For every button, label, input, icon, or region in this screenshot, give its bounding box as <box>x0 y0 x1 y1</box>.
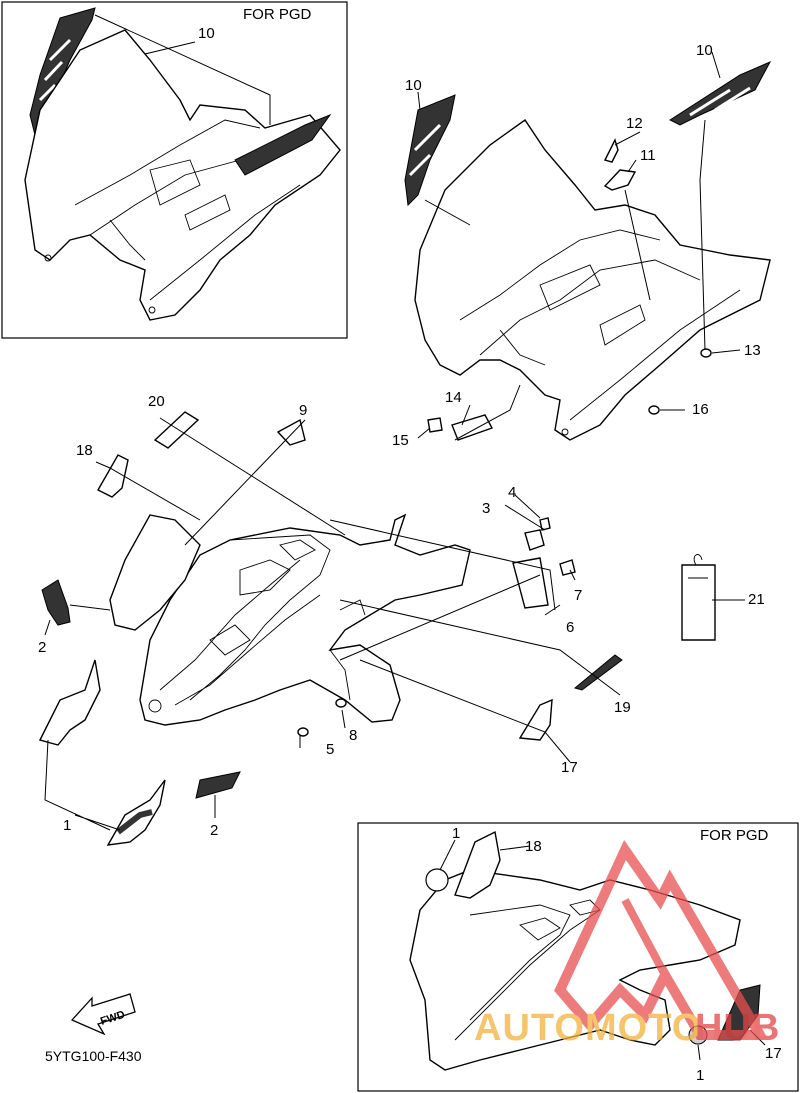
decal-10-left <box>404 94 456 207</box>
front-fender <box>414 119 771 441</box>
inset-box-top-left: FOR PGD 10 <box>1 1 348 339</box>
decal-1-solid <box>106 779 166 846</box>
callout-5: 5 <box>326 741 334 758</box>
decal-18-inset <box>454 830 501 899</box>
screw-4 <box>539 517 551 531</box>
watermark-text-b: HUB <box>695 1007 780 1049</box>
decal-2-left <box>41 579 71 626</box>
decal-9 <box>276 418 306 446</box>
leader-lines-middle <box>44 417 745 831</box>
nut-13 <box>700 348 712 358</box>
callout-10-right: 10 <box>696 42 713 59</box>
decal-19 <box>573 654 623 691</box>
front-fender-inset <box>24 29 341 321</box>
inset-bottom-callout-18: 18 <box>525 838 542 855</box>
decal-1-outline <box>38 659 101 746</box>
screw-15 <box>427 417 443 433</box>
tag-21 <box>681 564 716 641</box>
callout-18: 18 <box>76 442 93 459</box>
rear-fender-assembly: 1 2 2 3 4 5 6 7 8 9 17 18 19 20 21 <box>38 393 765 846</box>
inset-top-title: FOR PGD <box>243 6 312 23</box>
callout-2-left: 2 <box>38 639 46 656</box>
callout-21: 21 <box>748 591 765 608</box>
screw-7 <box>559 559 576 576</box>
watermark-logo: AUTOMOTO HUB <box>474 840 780 1049</box>
callout-20: 20 <box>148 393 165 410</box>
side-panel <box>109 514 201 631</box>
inset-box-bottom-right: FOR PGD 1 18 17 1 AUTOMOTO HUB <box>357 822 799 1092</box>
emblem-1-inset <box>425 868 449 892</box>
nut-16 <box>648 405 660 415</box>
inset-bottom-callout-1-bottom: 1 <box>696 1067 704 1084</box>
decal-17 <box>518 698 553 741</box>
callout-19: 19 <box>614 699 631 716</box>
callout-12: 12 <box>626 115 643 132</box>
leader-lines-inset-bottom <box>439 839 766 1061</box>
nut-8 <box>335 698 347 708</box>
callout-16: 16 <box>692 401 709 418</box>
label-11 <box>603 169 637 191</box>
front-fender-assembly: 10 10 11 12 13 14 15 16 <box>392 42 772 449</box>
callout-15: 15 <box>392 432 409 449</box>
diagram-code: 5YTG100-F430 <box>45 1048 142 1064</box>
callout-17: 17 <box>561 759 578 776</box>
decal-2-bottom <box>195 771 241 799</box>
callout-7: 7 <box>574 587 582 604</box>
decal-18 <box>97 454 129 498</box>
callout-8: 8 <box>349 727 357 744</box>
inset-bottom-callout-17: 17 <box>765 1045 782 1062</box>
plate-6 <box>512 557 549 609</box>
plate-3 <box>524 529 545 551</box>
screw-12 <box>603 138 619 163</box>
inset-bottom-title: FOR PGD <box>700 827 769 844</box>
nut-5 <box>297 727 309 737</box>
fwd-arrow-icon: FWD <box>70 993 136 1036</box>
callout-13: 13 <box>744 342 761 359</box>
decal-10-right <box>668 60 772 126</box>
inset-top-callout-10: 10 <box>198 25 215 42</box>
callout-9: 9 <box>299 402 307 419</box>
callout-14: 14 <box>445 389 462 406</box>
decal-20 <box>153 411 200 449</box>
leader-lines-top-right <box>417 51 741 441</box>
inset-bottom-callout-1-top: 1 <box>452 825 460 842</box>
callout-6: 6 <box>566 619 574 636</box>
label-14 <box>451 414 494 441</box>
callout-3: 3 <box>482 500 490 517</box>
watermark-text-a: AUTOMOTO <box>474 1007 702 1049</box>
callout-11: 11 <box>640 147 656 164</box>
decal-inset-right <box>234 113 332 176</box>
callout-1: 1 <box>63 817 71 834</box>
rear-fender-inset <box>409 869 741 1071</box>
callout-2-bottom: 2 <box>210 822 218 839</box>
callout-4: 4 <box>508 484 516 501</box>
callout-10-left: 10 <box>405 77 422 94</box>
